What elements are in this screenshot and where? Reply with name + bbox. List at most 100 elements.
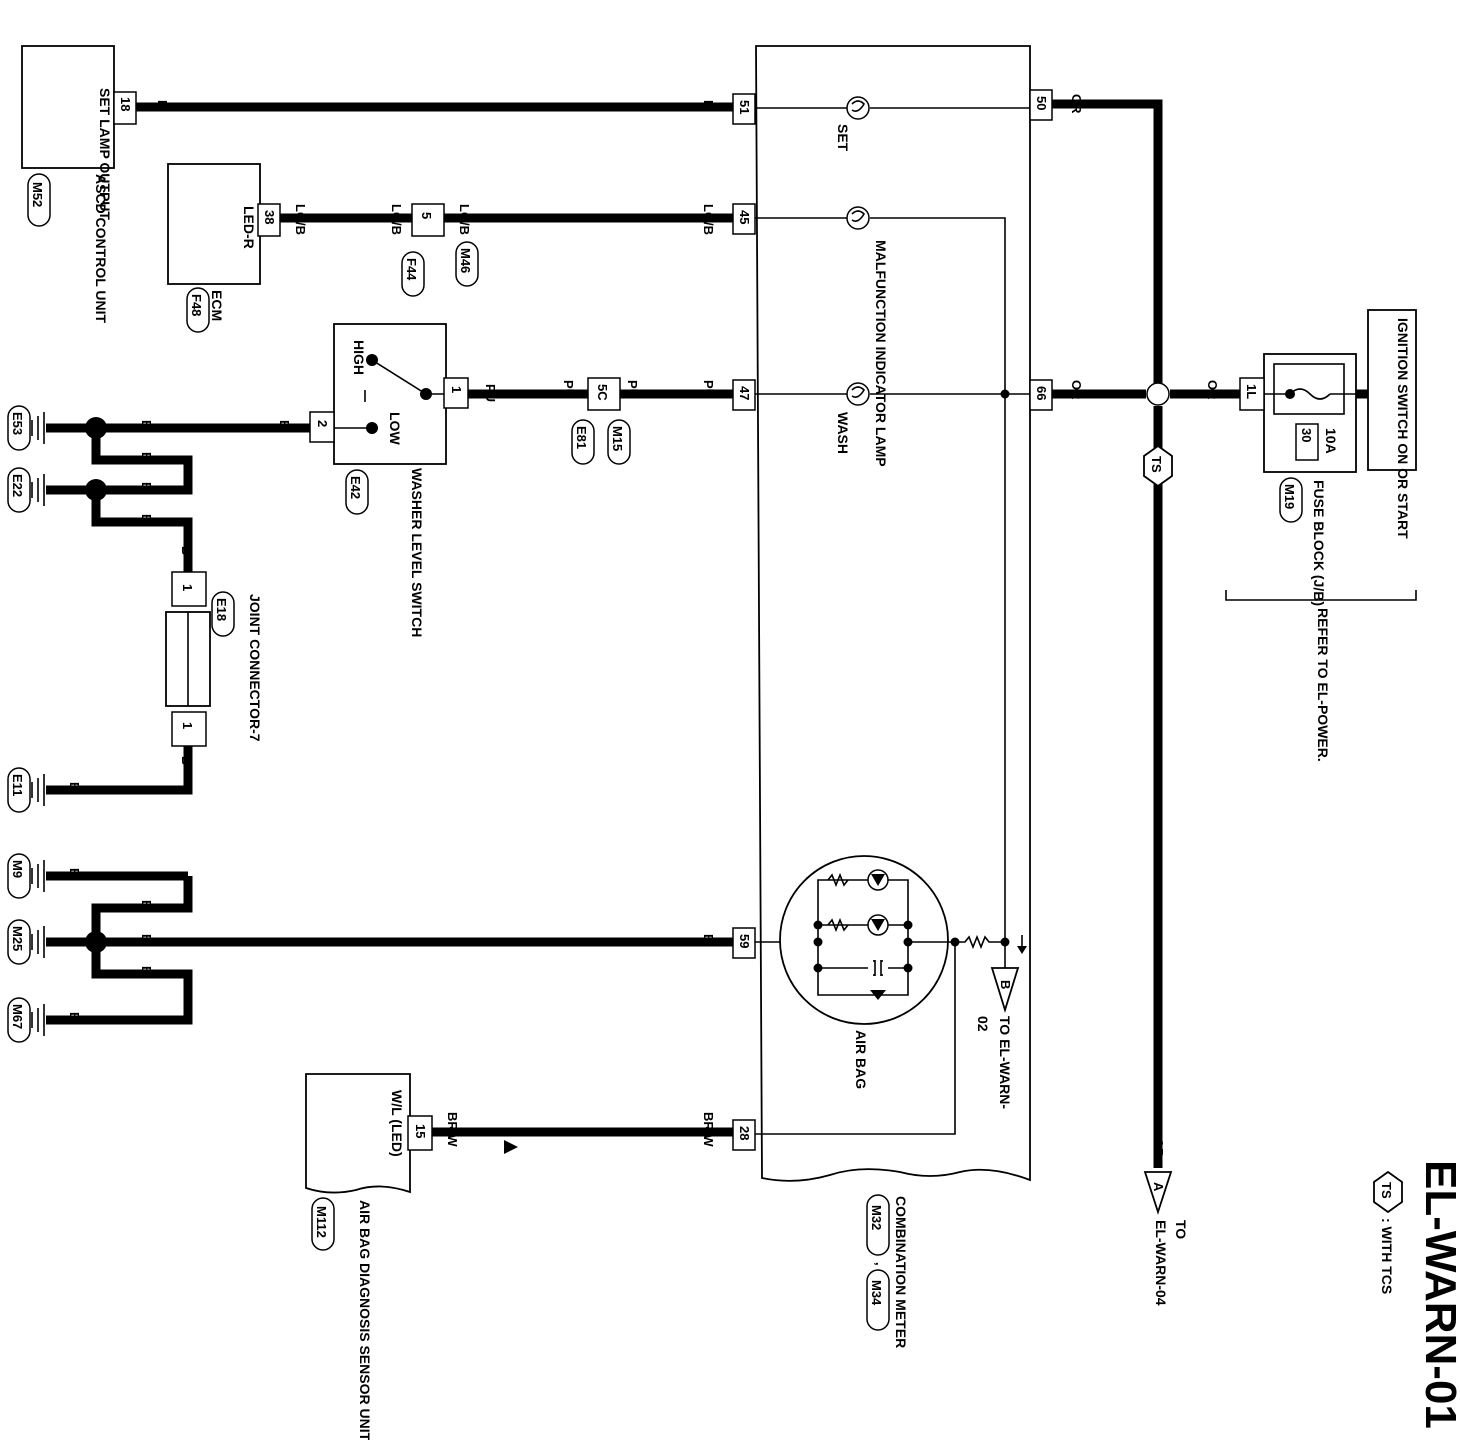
mil-lamp-icon	[846, 206, 870, 230]
svg-text:M67: M67	[10, 1004, 25, 1029]
fuse-block-name: FUSE BLOCK (J/B)	[1311, 480, 1327, 606]
refer-bracket: REFER TO EL-POWER.	[1225, 590, 1417, 762]
svg-text:LG/B: LG/B	[701, 204, 716, 235]
svg-text:BR/W: BR/W	[445, 1112, 460, 1147]
offpage-connector-a: A TO EL-WARN-04	[1143, 1171, 1189, 1306]
svg-text:OR: OR	[1205, 380, 1220, 400]
connector-5: 5 M46 F44	[401, 203, 479, 297]
ecm-name: ECM	[209, 290, 225, 321]
svg-text:B: B	[139, 934, 154, 943]
ascd-name: ASCD CONTROL UNIT	[93, 174, 109, 324]
svg-text:2: 2	[315, 420, 330, 427]
fuse-block-ref: M19	[1282, 484, 1297, 509]
ascd-ref: M52	[30, 182, 45, 207]
svg-text:PU: PU	[483, 384, 498, 402]
meter-connector-66: 66	[1029, 379, 1053, 411]
joint-name: JOINT CONNECTOR-7	[247, 594, 263, 742]
svg-text:OR: OR	[1151, 1138, 1166, 1158]
svg-text:B: B	[139, 966, 154, 975]
ground-m9-icon: M9	[7, 853, 45, 899]
svg-text:15: 15	[413, 1124, 428, 1138]
svg-text:B: B	[139, 900, 154, 909]
svg-text:B: B	[67, 782, 82, 791]
svg-text:,: ,	[873, 1262, 888, 1266]
ascd-function-label: SET LAMP OUTPUT	[97, 88, 113, 220]
meter-ref-m34: M34	[866, 1269, 890, 1331]
svg-text:5C: 5C	[595, 384, 610, 401]
set-lamp-icon	[846, 96, 870, 120]
svg-text:F44: F44	[404, 258, 419, 281]
meter-connector-59: 59	[732, 927, 756, 959]
ecm: 38 LED-R ECM F48	[167, 163, 281, 333]
svg-text:1L: 1L	[1244, 384, 1259, 399]
ignition-switch: IGNITION SWITCH ON OR START	[1367, 309, 1417, 539]
svg-text:REFER TO EL-POWER.: REFER TO EL-POWER.	[1315, 608, 1331, 762]
svg-text:B: B	[67, 1012, 82, 1021]
meter-connector-51: 51	[732, 93, 756, 125]
ts-option-icon: TS	[1143, 444, 1173, 488]
page-title: EL-WARN-01	[1416, 1160, 1460, 1429]
svg-text:PU: PU	[561, 380, 576, 398]
svg-text:30: 30	[1299, 428, 1314, 442]
svg-text:E22: E22	[10, 474, 25, 497]
svg-text:B: B	[179, 546, 194, 555]
ground-m67-icon: M67	[7, 997, 45, 1043]
svg-text:50: 50	[1034, 96, 1049, 110]
svg-text:B: B	[67, 868, 82, 877]
svg-text:10A: 10A	[1323, 428, 1339, 454]
wash-lamp-label: WASH	[835, 412, 851, 454]
svg-text:E81: E81	[574, 426, 589, 449]
svg-text:B: B	[139, 420, 154, 429]
svg-text:PU: PU	[625, 380, 640, 398]
svg-text:LG/B: LG/B	[293, 204, 308, 235]
svg-text:59: 59	[737, 934, 752, 948]
svg-text:47: 47	[737, 386, 752, 400]
airbag-unit-function: W/L (LED)	[389, 1090, 405, 1157]
offpage-connector-b: B TO EL-WARN- 02	[975, 942, 1020, 1109]
ground-network-bottom: B B B B B B M9 M25 M67	[7, 853, 733, 1043]
svg-text:28: 28	[737, 1126, 752, 1140]
svg-text:LG/B: LG/B	[389, 204, 404, 235]
svg-text:IGNITION SWITCH ON OR START: IGNITION SWITCH ON OR START	[1395, 318, 1411, 539]
fuse-block: 1L 30 10A FUSE BLOCK (J/B) M19	[1239, 353, 1357, 606]
combination-meter: 51 45 47 59 28 50 66	[732, 45, 1053, 1348]
switch-high-label: HIGH	[351, 340, 367, 375]
svg-text:M32: M32	[869, 1205, 884, 1230]
ground-m25-icon: M25	[7, 919, 45, 965]
svg-text:45: 45	[737, 210, 752, 224]
svg-text:E11: E11	[10, 774, 25, 796]
svg-text:5: 5	[419, 212, 434, 219]
svg-text:LG/B: LG/B	[457, 204, 472, 235]
svg-text:B: B	[139, 452, 154, 461]
svg-text:TS: TS	[1149, 456, 1164, 473]
wash-lamp-icon	[846, 382, 870, 406]
washer-level-switch: 1 2 HIGH LOW WASHER LEVEL SWITCH E42	[309, 323, 469, 637]
svg-text:B: B	[139, 514, 154, 523]
meter-connector-47: 47	[732, 379, 756, 411]
svg-text:TO EL-WARN-: TO EL-WARN-	[997, 1016, 1013, 1109]
ecm-function-label: LED-R	[241, 206, 257, 249]
svg-text:M34: M34	[869, 1280, 884, 1306]
svg-text:OR: OR	[1069, 380, 1084, 400]
ground-network-top: B B B B B B E53 E22	[7, 405, 310, 572]
svg-text:38: 38	[262, 210, 277, 224]
washer-switch-ref: E42	[348, 476, 363, 499]
svg-text:M25: M25	[10, 926, 25, 951]
svg-text:1: 1	[180, 584, 195, 591]
svg-text:B: B	[998, 980, 1013, 989]
svg-text:E53: E53	[10, 412, 25, 435]
svg-text:M15: M15	[610, 426, 625, 451]
joint-connector: 1 1 E18 JOINT CONNECTOR-7	[165, 571, 263, 747]
connector-5c: 5C M15 E81	[571, 377, 631, 465]
meter-connector-28: 28	[732, 1119, 756, 1151]
airbag-unit-name: AIR BAG DIAGNOSIS SENSOR UNIT	[357, 1200, 373, 1440]
svg-text:51: 51	[737, 100, 752, 114]
airbag-diagnosis-unit: 15 W/L (LED) AIR BAG DIAGNOSIS SENSOR UN…	[305, 1073, 433, 1440]
meter-name: COMBINATION METER	[893, 1196, 909, 1348]
svg-text:EL-WARN-04: EL-WARN-04	[1153, 1220, 1169, 1306]
svg-text:M9: M9	[10, 860, 25, 878]
signal-arrow-icon	[504, 1140, 518, 1154]
svg-text:1: 1	[449, 386, 464, 393]
ground-e53-icon: E53	[7, 405, 45, 451]
